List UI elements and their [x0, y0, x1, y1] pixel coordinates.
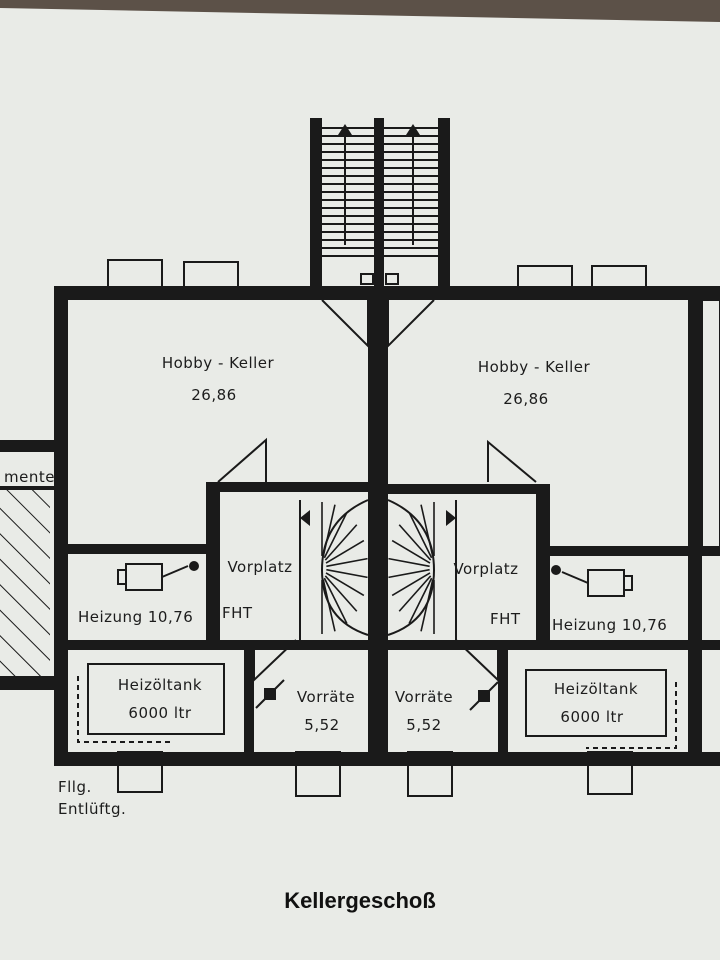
spiral-tread: [408, 512, 433, 559]
right-vorraete-area: 5,52: [406, 716, 441, 734]
boiler-right: [551, 565, 633, 597]
vent-label: Entlüftg.: [58, 800, 126, 818]
spiral-tread: [325, 572, 365, 597]
spiral-tread: [420, 579, 434, 632]
left-vorraete-area: 5,52: [304, 716, 339, 734]
spiral-tread: [324, 524, 358, 561]
spiral-tread: [324, 575, 358, 612]
oil-tank-left: [77, 663, 225, 743]
fill-label: Fllg.: [58, 778, 92, 796]
spiral-tread: [398, 524, 432, 561]
spiral-tread: [391, 572, 431, 597]
right-interior-walls: [388, 484, 720, 752]
spiral-tread: [326, 568, 368, 579]
right-vorplatz-label: Vorplatz: [453, 560, 518, 578]
left-fht-label: FHT: [222, 604, 253, 622]
spiral-stair-left: [299, 499, 369, 640]
spiral-tread: [325, 539, 365, 564]
spiral-tread: [391, 539, 431, 564]
light-wells-top: [107, 259, 647, 297]
right-tank-label: Heizöltank: [554, 680, 638, 698]
right-tank-volume: 6000 ltr: [560, 708, 623, 726]
oil-tank-right: [525, 669, 677, 749]
left-hobby-area: 26,86: [191, 386, 236, 404]
right-fht-label: FHT: [490, 610, 521, 628]
storage-light-left: [255, 679, 285, 709]
adjacent-building-right: [701, 299, 720, 551]
entrance-stair-shaft: [310, 118, 450, 288]
spiral-tread: [323, 512, 348, 559]
spiral-tread: [420, 504, 434, 557]
adjacent-building-left: [0, 440, 54, 690]
left-interior-walls: [68, 482, 368, 752]
spiral-tread: [398, 575, 432, 612]
spiral-tread: [388, 557, 430, 568]
left-hobby-label: Hobby - Keller: [162, 354, 275, 372]
boiler-left: [117, 561, 199, 591]
right-hobby-label: Hobby - Keller: [478, 358, 591, 376]
spiral-tread: [323, 577, 348, 624]
left-heizung-label: Heizung 10,76: [78, 608, 193, 626]
right-vorraete-label: Vorräte: [395, 688, 453, 706]
left-tank-label: Heizöltank: [118, 676, 202, 694]
light-wells-bottom: [117, 751, 633, 797]
spiral-tread: [322, 504, 336, 557]
spiral-tread: [326, 557, 368, 568]
spiral-stair-right: [387, 499, 457, 640]
side-label: mente: [4, 468, 55, 486]
spiral-tread: [408, 577, 433, 624]
right-heizung-label: Heizung 10,76: [552, 616, 667, 634]
spiral-tread: [322, 579, 336, 632]
plan-title: Kellergeschoß: [284, 888, 436, 913]
right-hobby-area: 26,86: [503, 390, 548, 408]
spiral-tread: [388, 568, 430, 579]
left-vorraete-label: Vorräte: [297, 688, 355, 706]
left-vorplatz-label: Vorplatz: [227, 558, 292, 576]
left-tank-volume: 6000 ltr: [128, 704, 191, 722]
storage-light-right: [469, 681, 499, 711]
